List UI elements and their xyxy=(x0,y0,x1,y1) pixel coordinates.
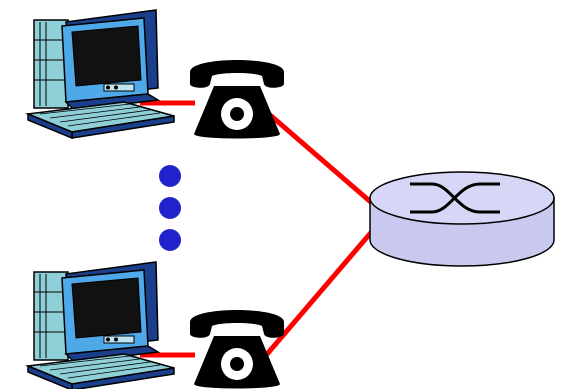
dot xyxy=(159,165,181,187)
computer-bottom-icon xyxy=(27,261,175,389)
ellipsis-dots xyxy=(159,165,181,251)
dot xyxy=(159,229,181,251)
link-phone-switch-top xyxy=(260,106,382,212)
dot xyxy=(159,197,181,219)
switch-icon xyxy=(369,171,555,267)
telephone-top-icon xyxy=(190,60,284,139)
computer-top-icon xyxy=(27,9,175,139)
link-phone-switch-bottom xyxy=(260,220,382,362)
